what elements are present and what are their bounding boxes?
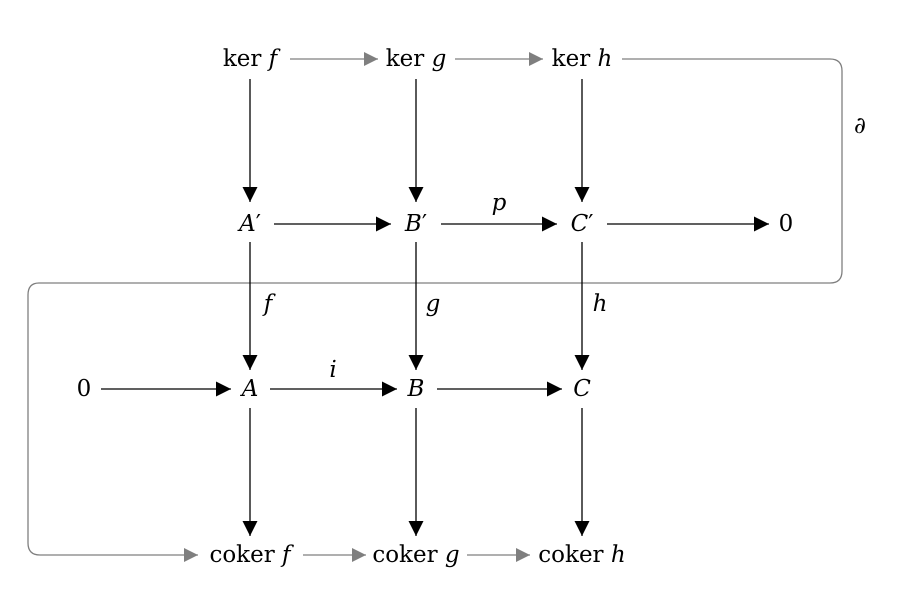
label-p: p	[492, 190, 507, 216]
node-ker-f: ker f	[223, 46, 281, 72]
node-A-prime: A′	[237, 211, 261, 237]
node-A: A	[240, 376, 259, 402]
label-boundary: ∂	[854, 113, 866, 139]
node-coker-h: coker h	[538, 542, 625, 568]
node-B-prime: B′	[404, 211, 427, 237]
node-ker-g: ker g	[386, 46, 447, 72]
label-f: f	[262, 291, 276, 317]
label-i: i	[329, 357, 336, 383]
node-coker-g: coker g	[372, 542, 459, 568]
node-zero-right: 0	[779, 211, 794, 237]
label-h: h	[593, 291, 608, 317]
node-B: B	[407, 376, 425, 402]
node-C-prime: C′	[571, 211, 594, 237]
node-ker-h: ker h	[552, 46, 613, 72]
node-C: C	[573, 376, 591, 402]
node-coker-f: coker f	[209, 542, 294, 568]
node-zero-left: 0	[77, 376, 92, 402]
snake-connecting-arrow	[27, 58, 843, 562]
label-g: g	[426, 291, 441, 317]
